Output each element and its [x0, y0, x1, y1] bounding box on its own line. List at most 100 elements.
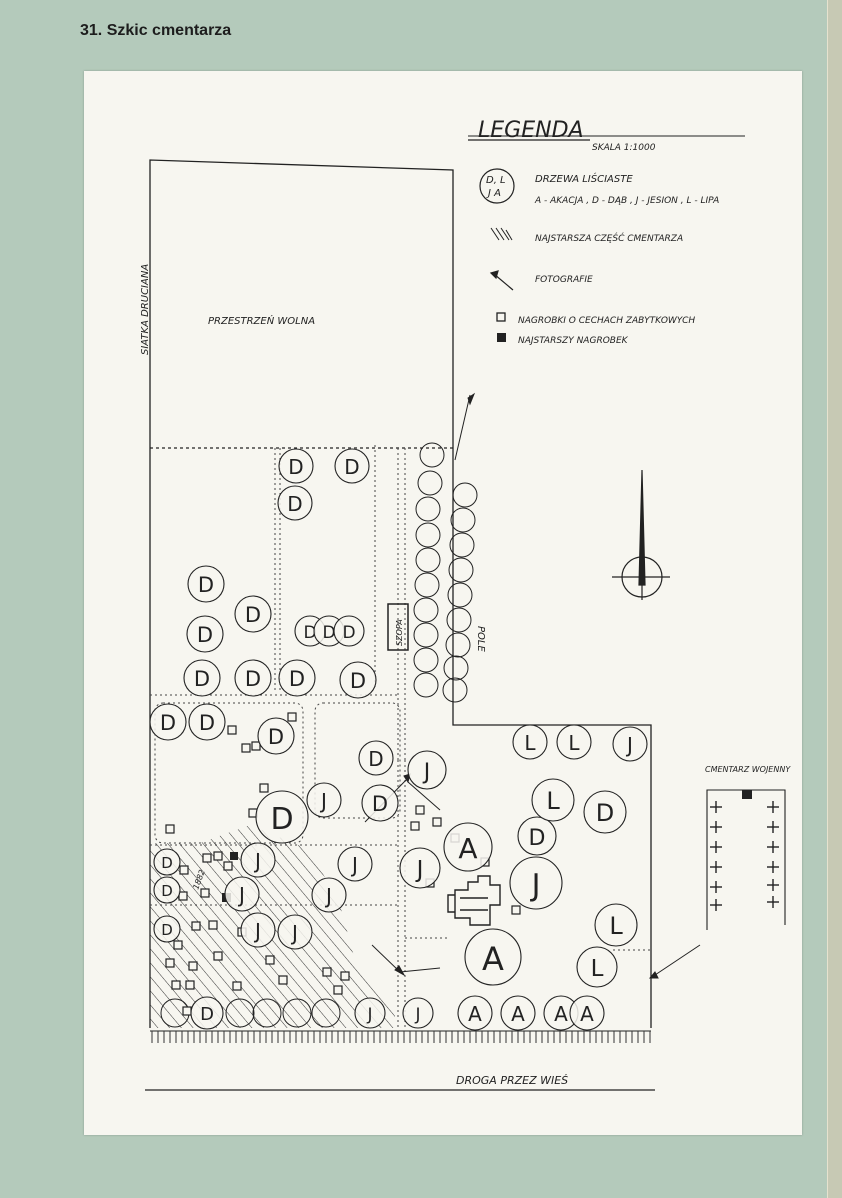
photo-symbol-icon: [489, 270, 514, 291]
tree-d: D: [361, 784, 399, 822]
grave-cross-icon: [767, 896, 779, 908]
row-tree: [252, 998, 282, 1028]
tree-label: J: [253, 849, 261, 873]
legend-oldest-part: NAJSTARSZA CZĘŚĆ CMENTARZA: [535, 232, 683, 244]
grave-marker: [202, 853, 212, 863]
grave-cross-icon: [767, 801, 779, 813]
tree-label: A: [458, 832, 477, 865]
tree-j: J: [407, 750, 447, 790]
tree-label: D: [161, 854, 173, 872]
tree-j: J: [240, 912, 276, 948]
grave-marker: [165, 824, 175, 834]
row-tree: [415, 547, 441, 573]
tree-d: D: [153, 915, 181, 943]
tree-label: J: [414, 1005, 420, 1025]
legend-oldest-grave: NAJSTARSZY NAGROBEK: [518, 336, 629, 346]
grave-marker: [259, 783, 269, 793]
tree-j: J: [337, 846, 373, 882]
tree-label: J: [366, 1005, 372, 1025]
tree-j: J: [509, 856, 563, 910]
tree-label: D: [245, 667, 261, 691]
tree-label: J: [530, 868, 541, 903]
grave-marker: [200, 888, 210, 898]
grave-cross-icon: [767, 861, 779, 873]
tree-a: A: [569, 995, 605, 1031]
tree-label: D: [288, 455, 303, 479]
tree-a: A: [543, 995, 579, 1031]
grave-marker: [340, 971, 350, 981]
tree-label: L: [546, 787, 560, 815]
legend-photos: FOTOGRAFIE: [535, 275, 593, 285]
tree-label: L: [524, 731, 536, 755]
grave-cross-icon: [767, 841, 779, 853]
tree-label: A: [554, 1002, 568, 1026]
legend-heading: LEGENDA: [478, 118, 584, 143]
row-tree: [449, 532, 475, 558]
legend-tree-symbol-bottom: J A: [486, 188, 501, 199]
tree-j: J: [306, 782, 342, 818]
tree-d: D: [583, 790, 627, 834]
row-tree: [446, 607, 472, 633]
tree-l: L: [531, 778, 575, 822]
tree-label: J: [422, 760, 431, 785]
tree-label: D: [161, 882, 173, 900]
tree-d: D: [257, 717, 295, 755]
tree-label: D: [287, 492, 302, 516]
tree-label: D: [245, 603, 261, 627]
tree-label: J: [237, 883, 245, 907]
grave-marker: [241, 743, 251, 753]
tree-d: D: [188, 703, 226, 741]
north-arrow-icon: [612, 469, 670, 600]
row-tree: [413, 672, 439, 698]
row-tree: [450, 507, 476, 533]
row-tree: [311, 998, 341, 1028]
grave-cross-icon: [710, 801, 722, 813]
war-cemetery: CMENTARZ WOJENNY: [705, 765, 791, 930]
row-tree: [452, 482, 478, 508]
tree-label: L: [591, 956, 604, 982]
front-fence-ticks: [151, 1031, 651, 1043]
tree-a: A: [457, 995, 493, 1031]
tree-label: J: [253, 919, 261, 943]
grave-marker: [178, 891, 188, 901]
row-tree: [413, 647, 439, 673]
tree-d: D: [153, 876, 181, 904]
tree-label: D: [372, 792, 388, 816]
tree-label: D: [270, 802, 293, 837]
grave-marker: [165, 958, 175, 968]
tree-label: D: [596, 799, 614, 827]
tree-d: D: [334, 448, 370, 484]
grave-cross-icon: [767, 879, 779, 891]
tree-label: J: [319, 789, 327, 813]
grave-cross-icon: [710, 861, 722, 873]
tree-d: D: [517, 816, 557, 856]
legend-scale: SKALA 1:1000: [592, 143, 656, 153]
row-tree: [443, 655, 469, 681]
tree-label: D: [289, 667, 305, 691]
wire-fence-label: SIATKA DRUCIANA: [140, 264, 151, 355]
grave-marker: [182, 1006, 192, 1016]
grave-marker: [251, 741, 261, 751]
tree-j: J: [277, 914, 313, 950]
grave-marker: [511, 905, 521, 915]
tree-l: L: [576, 946, 618, 988]
tree-l: L: [556, 724, 592, 760]
oldest-grave-symbol-icon: [497, 333, 506, 342]
tree-d: D: [278, 448, 314, 484]
tree-label: D: [342, 623, 355, 643]
tree-label: J: [625, 733, 633, 757]
tree-label: D: [194, 667, 210, 691]
shed-label: SZOPA: [395, 619, 404, 646]
tree-label: D: [322, 623, 335, 643]
grave-marker: [223, 861, 233, 871]
row-tree: [442, 677, 468, 703]
grave-marker: [213, 951, 223, 961]
tree-d: D: [333, 615, 365, 647]
tree-label: D: [198, 573, 214, 597]
tree-d: D: [187, 565, 225, 603]
tree-label: D: [350, 669, 366, 693]
grave-marker: [410, 821, 420, 831]
tree-label: D: [303, 623, 316, 643]
row-tree: [413, 597, 439, 623]
